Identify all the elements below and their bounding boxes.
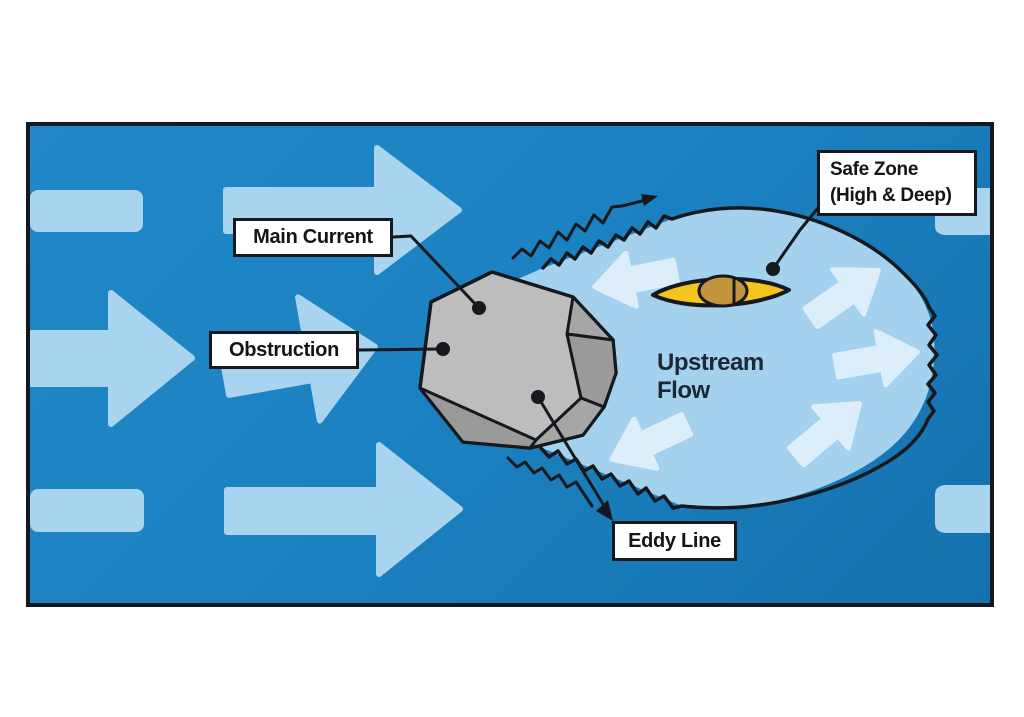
eddy-circulation-arrow-icon bbox=[832, 329, 920, 388]
leader-dot bbox=[436, 342, 450, 356]
flow-arrow-icon bbox=[935, 485, 990, 533]
rock-facet bbox=[418, 386, 538, 450]
eddy-circulation-arrow-icon bbox=[802, 267, 882, 330]
main-current-label-text: Main Current bbox=[253, 226, 373, 248]
eddy-line-leader bbox=[536, 395, 608, 511]
main-current-label: Main Current bbox=[233, 218, 393, 257]
eddy-circulation-arrow-icon bbox=[592, 250, 680, 309]
zigzag-eddy-line-icon bbox=[511, 198, 648, 260]
zigzag-eddy-line-icon bbox=[538, 206, 939, 510]
leader-dot bbox=[531, 390, 545, 404]
eddy-circulation-arrow-icon bbox=[787, 401, 862, 468]
upstream-flow-annotation: Upstream Flow bbox=[657, 349, 764, 405]
obstruction-leader bbox=[357, 347, 442, 352]
leader-lines bbox=[357, 206, 820, 521]
flow-arrow-icon bbox=[30, 190, 143, 232]
eddy-line-label-text: Eddy Line bbox=[628, 529, 721, 552]
rock-facet bbox=[565, 332, 618, 409]
main-current-leader bbox=[391, 234, 481, 310]
eddy-circulation-arrow-icon-group bbox=[592, 250, 920, 471]
safe-zone-label-line2: (High & Deep) bbox=[830, 185, 952, 206]
eddy-line-label: Eddy Line bbox=[612, 521, 737, 561]
rock-facet bbox=[528, 396, 606, 450]
kayak-icon bbox=[651, 274, 791, 308]
upstream-flow-line2: Flow bbox=[657, 377, 710, 404]
zigzag-eddy-line-icon bbox=[506, 456, 594, 508]
safe-zone-leader bbox=[773, 206, 820, 268]
kayak-cockpit bbox=[697, 274, 749, 308]
arrowhead-icon bbox=[641, 194, 658, 206]
flow-arrow-icon bbox=[30, 290, 195, 427]
obstruction-label-text: Obstruction bbox=[228, 338, 340, 361]
obstruction-label: Obstruction bbox=[209, 331, 359, 369]
leader-dot bbox=[766, 262, 780, 276]
upstream-flow-line1: Upstream bbox=[657, 349, 764, 376]
safe-zone-label-line1: Safe Zone bbox=[830, 159, 919, 180]
leader-dot bbox=[472, 301, 486, 315]
eddy-circulation-arrow-icon bbox=[609, 412, 694, 471]
flow-arrow-icon bbox=[224, 442, 463, 577]
safe-zone-label: Safe Zone (High & Deep) bbox=[817, 150, 977, 216]
flow-arrow-icon bbox=[30, 489, 144, 532]
arrowhead-icon bbox=[596, 500, 613, 521]
rock-obstruction-icon bbox=[418, 270, 618, 450]
